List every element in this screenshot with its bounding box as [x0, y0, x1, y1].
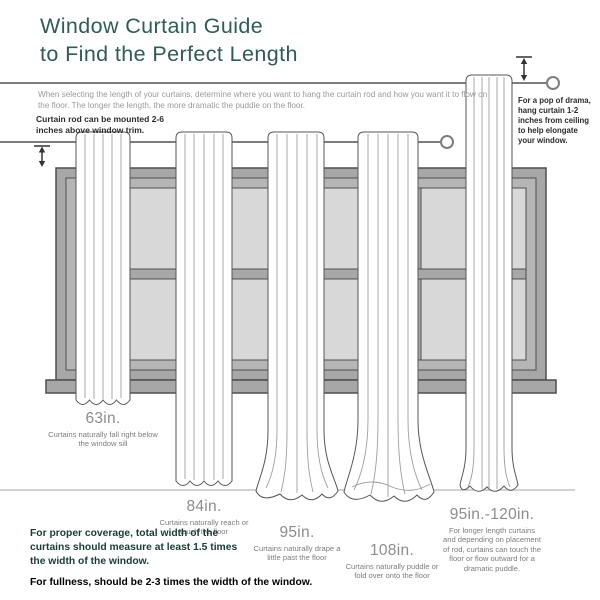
- page-title-line1: Window Curtain Guide: [40, 14, 264, 38]
- mount-height-arrow-icon: [34, 145, 50, 167]
- page-title: Window Curtain Guide to Find the Perfect…: [40, 12, 298, 69]
- length-95-120in-block: 95in.-120in. For longer length curtains …: [442, 506, 542, 573]
- fullness-note: For fullness, should be 2-3 times the wi…: [30, 577, 313, 588]
- coverage-note: For proper coverage, total width of the …: [30, 528, 238, 568]
- length-84in-caption: Curtains naturally reach or touch the fl…: [159, 518, 249, 537]
- length-95-120in-caption: For longer length curtains and depending…: [443, 526, 541, 573]
- page-title-line2: to Find the Perfect Length: [40, 42, 298, 67]
- length-84in-block: 84in. Curtains naturally reach or touch …: [154, 498, 254, 537]
- rod-finial-icon: [546, 76, 560, 90]
- length-63in-block: 63in. Curtains naturally fall right belo…: [48, 410, 158, 449]
- curtain-panel-84in: [175, 131, 233, 486]
- rod-mount-note: Curtain rod can be mounted 2-6 inches ab…: [36, 114, 164, 135]
- length-84in-label: 84in.: [186, 498, 222, 515]
- ceiling-hang-note: For a pop of drama, hang curtain 1-2 inc…: [518, 96, 591, 145]
- curtain-panel-95in-120in: [459, 74, 519, 492]
- intro-text: When selecting the length of your curtai…: [38, 90, 488, 110]
- length-108in-caption: Curtains naturally puddle or fold over o…: [345, 562, 439, 581]
- length-63in-caption: Curtains naturally fall right below the …: [48, 430, 158, 449]
- length-95in-block: 95in. Curtains naturally drape a little …: [247, 524, 347, 563]
- length-95-120in-label: 95in.-120in.: [449, 506, 535, 523]
- ceiling-curtain-rod: [0, 76, 560, 90]
- ceiling-gap-arrow-icon: [516, 56, 532, 81]
- curtain-panel-108in: [343, 131, 435, 502]
- rod-finial-icon: [440, 135, 454, 149]
- curtain-panel-95in: [255, 131, 339, 501]
- length-95in-label: 95in.: [279, 524, 315, 541]
- length-63in-label: 63in.: [85, 410, 121, 427]
- length-108in-label: 108in.: [369, 542, 415, 559]
- curtain-panel-63in: [75, 131, 131, 405]
- length-108in-block: 108in. Curtains naturally puddle or fold…: [342, 542, 442, 581]
- length-95in-caption: Curtains naturally drape a little past t…: [253, 544, 341, 563]
